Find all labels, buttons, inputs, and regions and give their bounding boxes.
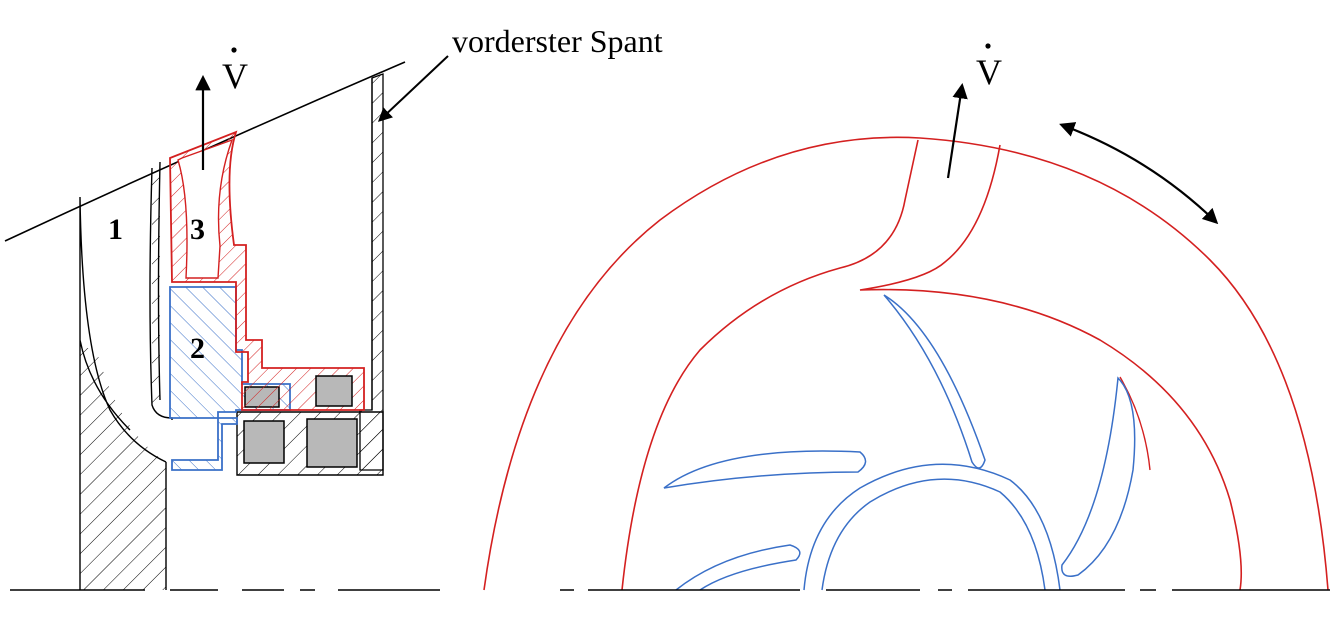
stator-blade-lower-left	[675, 544, 801, 591]
rotor-bearing	[315, 375, 353, 407]
side-section-view: 1 3 2 V vorderster Spant	[4, 23, 663, 591]
flow-rate-dot-left	[231, 47, 237, 53]
frame-label: vorderster Spant	[452, 23, 663, 59]
flow-rate-symbol-right: V	[976, 52, 1002, 92]
rotor-blade-tip	[1119, 376, 1151, 471]
flow-rate-dot-right	[985, 43, 991, 49]
stator-hub-ring	[803, 463, 1061, 591]
flow-rate-symbol-left: V	[222, 56, 248, 96]
rotor-channel-right-wall	[859, 144, 1242, 591]
stator-blade-right	[1061, 376, 1136, 577]
frame-pointer-arrow	[377, 55, 449, 122]
part-2-label: 2	[190, 332, 205, 365]
part-3-label: 3	[190, 213, 205, 246]
rotor-flow-channel	[177, 138, 234, 279]
stator-blade-top	[883, 294, 986, 469]
bearing-large-right	[306, 418, 358, 468]
rotor-outer-contour	[483, 136, 1329, 591]
flow-arrow-right	[946, 82, 968, 179]
part-1-label: 1	[108, 213, 123, 246]
front-housing-hatch	[80, 348, 166, 590]
bearing-large-left	[243, 420, 285, 464]
rotation-arrow	[1059, 122, 1219, 225]
duct-wall-hatch	[152, 170, 160, 405]
front-housing-outline	[79, 196, 167, 590]
front-view: V	[483, 43, 1330, 591]
stator-blade-left	[663, 450, 867, 489]
stator-part-2	[169, 286, 291, 471]
rotor-inner-contour	[621, 139, 919, 591]
